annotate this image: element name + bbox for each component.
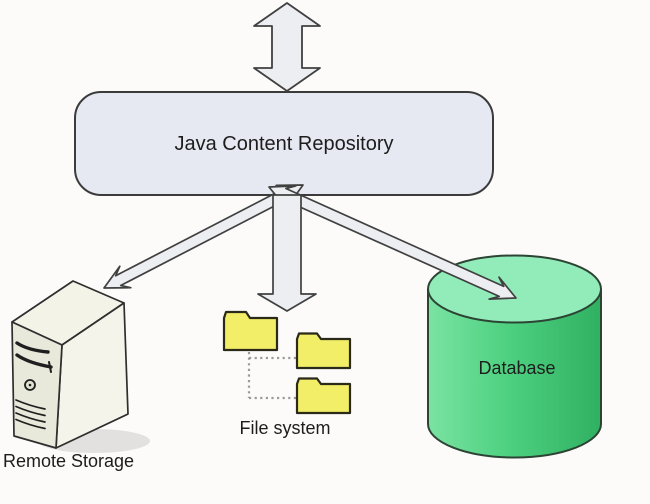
file-system-label: File system — [239, 418, 330, 438]
folder-tree-connector — [247, 352, 296, 400]
database-outline — [427, 289, 602, 459]
jcr-box-label: Java Content Repository — [174, 133, 393, 155]
server-drive-slot-tick — [48, 361, 52, 373]
database-icon — [427, 254, 602, 459]
server-drive-slot-2 — [15, 353, 53, 369]
database-label: Database — [478, 358, 555, 378]
folder-icon-child-1 — [295, 332, 352, 370]
remote-storage-icon — [11, 280, 150, 453]
database-body — [428, 289, 601, 458]
arrow-database — [268, 185, 517, 300]
top-bidirectional-arrow — [253, 2, 321, 92]
server-vent-lines — [15, 399, 46, 430]
server-front-face — [11, 321, 63, 449]
server-power-button-dot — [28, 383, 32, 387]
arrow-file-system — [257, 194, 317, 312]
folder-icon-parent — [222, 310, 279, 352]
server-drive-slot-1 — [15, 341, 50, 354]
jcr-box-node: Java Content Repository — [74, 91, 494, 196]
folder-icon-child-2 — [295, 377, 352, 415]
file-system-icon — [222, 310, 352, 415]
remote-storage-label: Remote Storage — [3, 451, 134, 471]
